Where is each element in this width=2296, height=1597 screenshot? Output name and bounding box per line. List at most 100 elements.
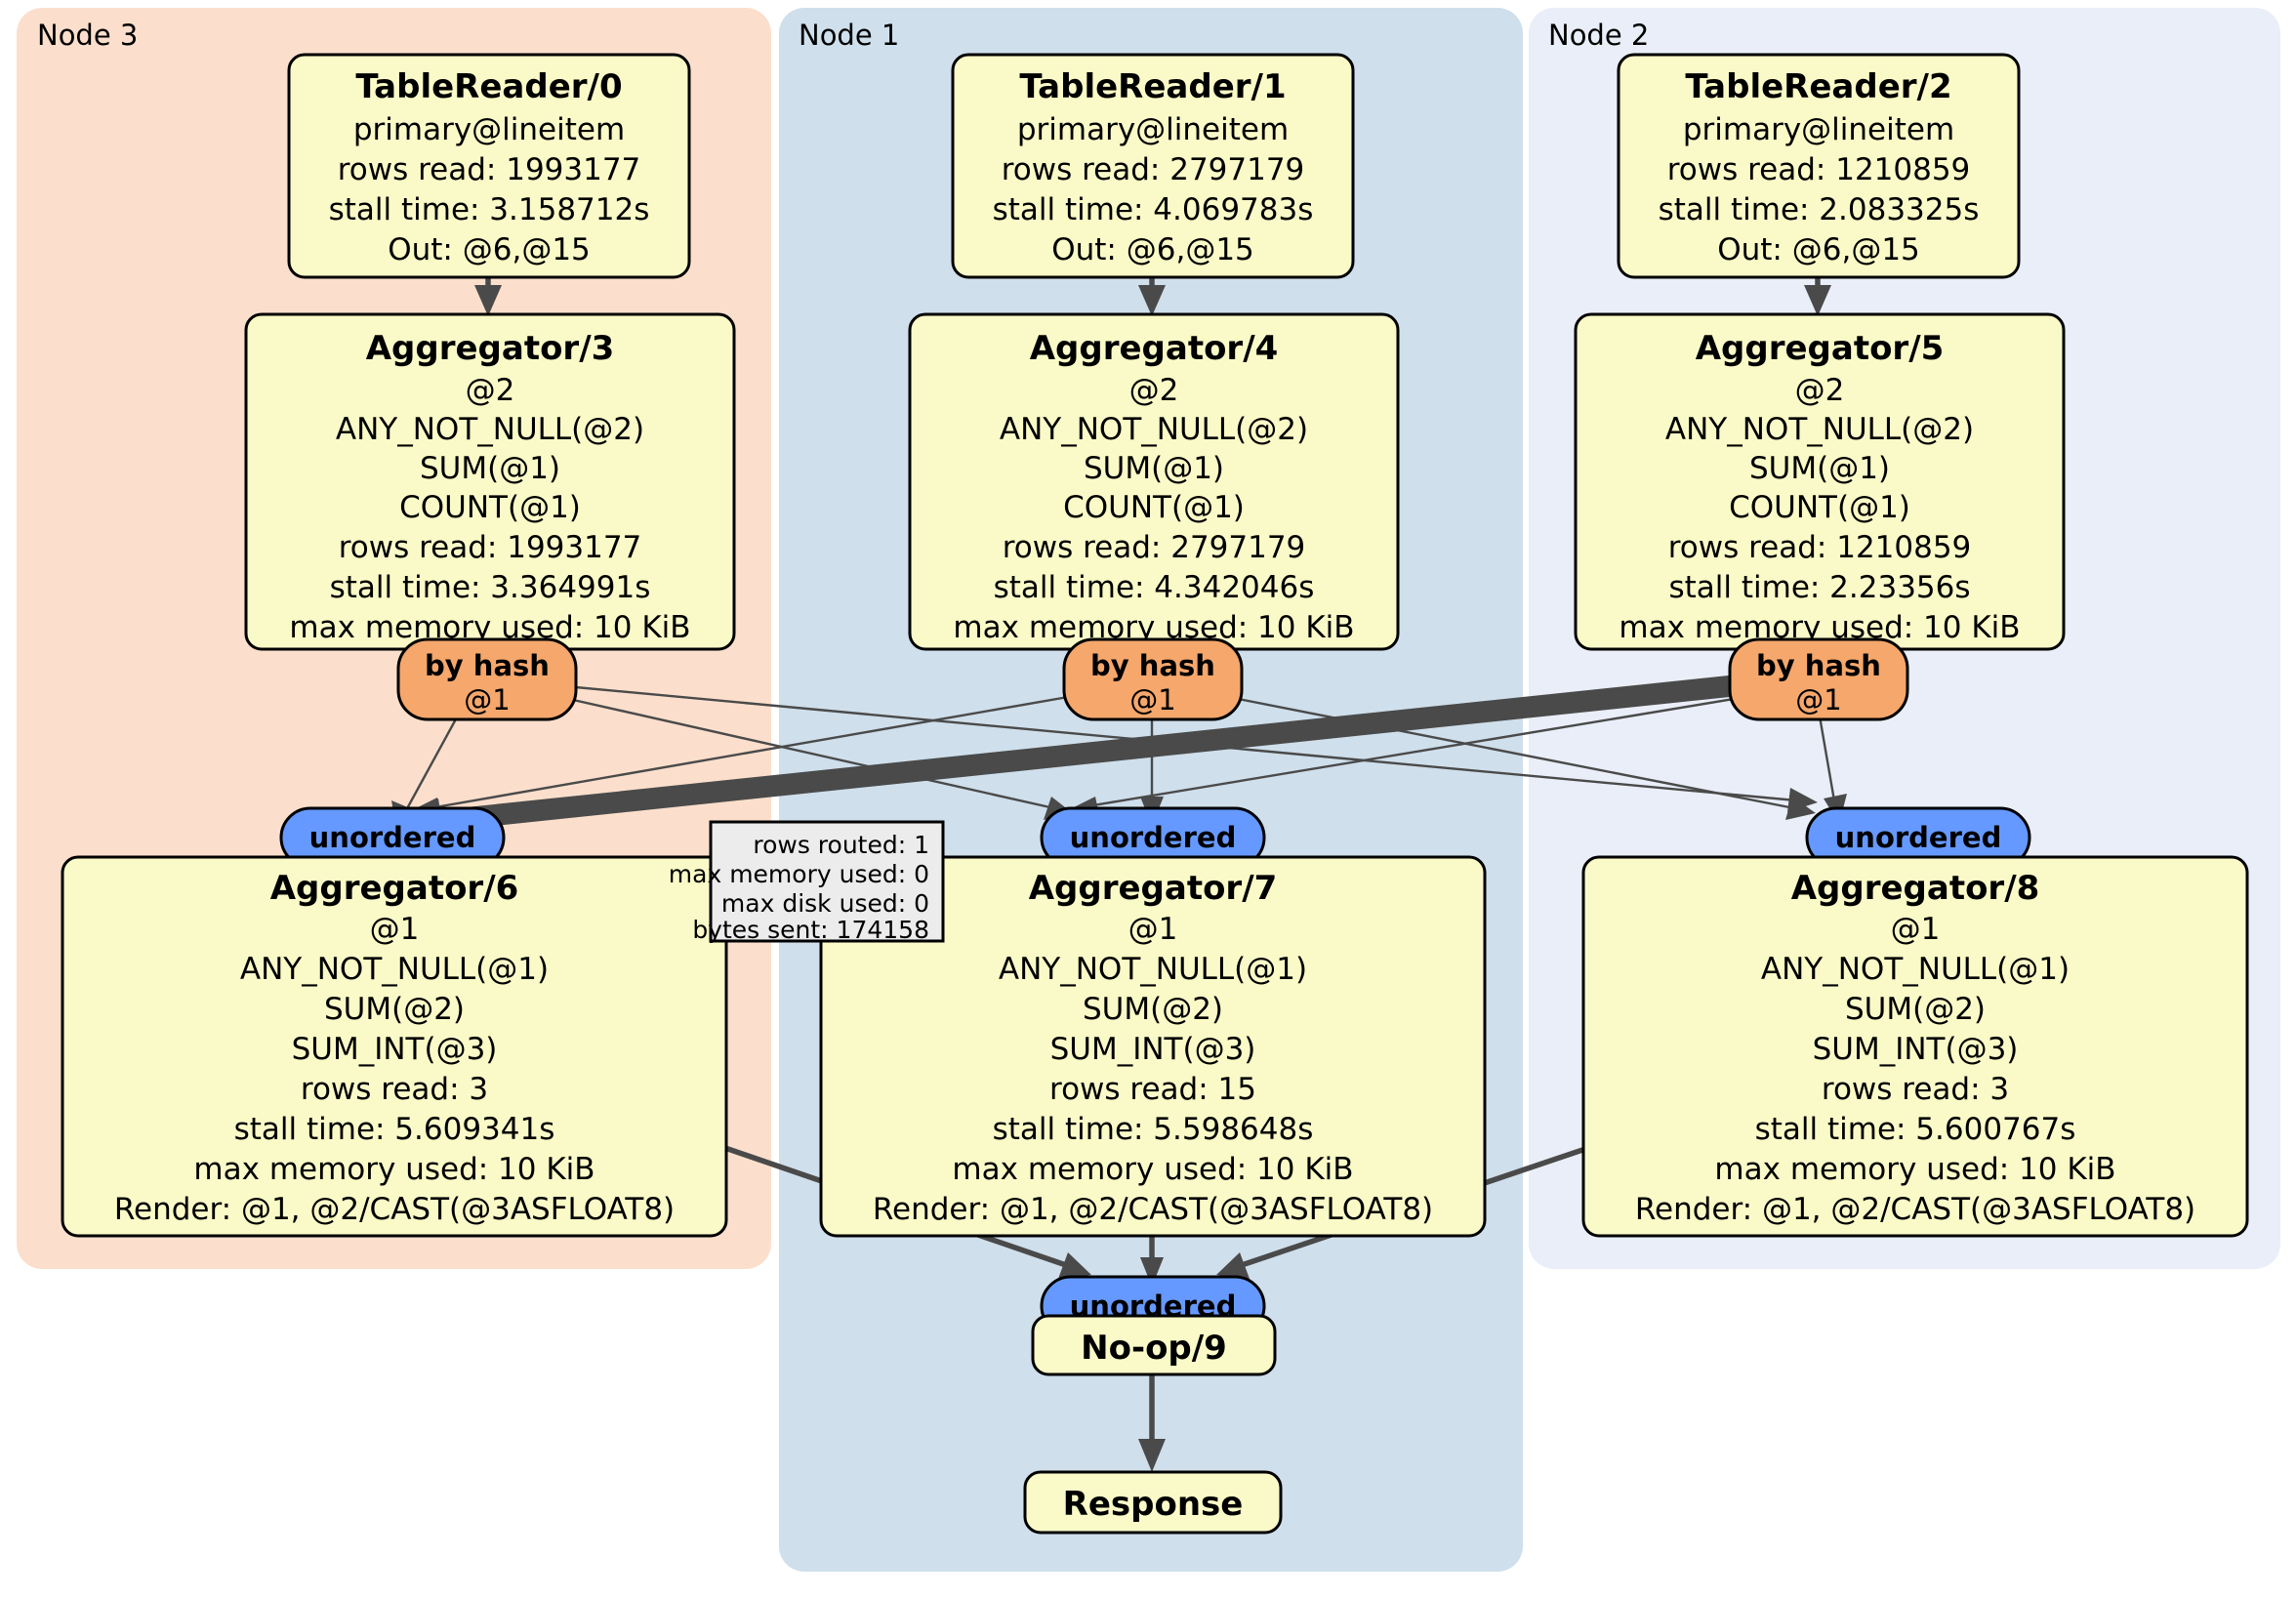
node-aggregator7[interactable]: Aggregator/7 @1 ANY_NOT_NULL(@1) SUM(@2)… [819, 855, 1487, 1238]
node-aggregator8-line-3: SUM_INT(@3) [1813, 1032, 2019, 1067]
node-tablereader1-line-2: stall time: 4.069783s [993, 192, 1314, 227]
node-aggregator8-line-0: @1 [1891, 912, 1941, 947]
node-tablereader0-line-1: rows read: 1993177 [338, 152, 641, 187]
node-aggregator8-line-1: ANY_NOT_NULL(@1) [1761, 952, 2070, 987]
node-response[interactable]: Response [1023, 1470, 1283, 1535]
node-aggregator4-line-2: SUM(@1) [1084, 451, 1224, 486]
edge-noop9-response [1138, 1372, 1166, 1472]
node-aggregator4-line-4: rows read: 2797179 [1003, 530, 1306, 565]
node-tablereader1-line-1: rows read: 2797179 [1002, 152, 1305, 187]
node-aggregator5-line-4: rows read: 1210859 [1668, 530, 1972, 565]
node-noop9[interactable]: No-op/9 [1031, 1314, 1277, 1376]
node-aggregator7-line-0: @1 [1128, 912, 1178, 947]
node-tablereader0[interactable]: TableReader/0 primary@lineitem rows read… [287, 53, 691, 279]
node-aggregator4[interactable]: Aggregator/4 @2 ANY_NOT_NULL(@2) SUM(@1)… [908, 312, 1400, 651]
node-aggregator8-title: Aggregator/8 [1791, 869, 2040, 908]
node-tablereader2-line-3: Out: @6,@15 [1717, 232, 1920, 267]
edge-tablereader0-aggregator3 [474, 277, 502, 316]
router-byhash3[interactable]: by hash @1 [396, 637, 578, 721]
node-response-title: Response [1063, 1485, 1244, 1524]
node-tablereader1-line-3: Out: @6,@15 [1051, 232, 1254, 267]
node-aggregator4-title: Aggregator/4 [1030, 329, 1279, 368]
node-aggregator8-line-5: stall time: 5.600767s [1755, 1112, 2076, 1147]
router-byhash4-sub: @1 [1129, 683, 1175, 717]
node-tablereader1[interactable]: TableReader/1 primary@lineitem rows read… [951, 53, 1355, 279]
router-byhash5[interactable]: by hash @1 [1728, 637, 1909, 721]
stream-unordered8-label: unordered [1835, 821, 2002, 854]
node-aggregator7-line-5: stall time: 5.598648s [993, 1112, 1314, 1147]
stream-stats-tooltip-line-1: max memory used: 0 [669, 860, 929, 888]
node-aggregator6-line-6: max memory used: 10 KiB [193, 1152, 594, 1187]
stream-unordered6[interactable]: unordered [279, 806, 506, 869]
node-aggregator3-line-0: @2 [466, 373, 515, 408]
stream-stats-tooltip: rows routed: 1 max memory used: 0 max di… [669, 820, 945, 944]
stream-stats-tooltip-line-2: max disk used: 0 [721, 889, 929, 918]
node-tablereader2-title: TableReader/2 [1685, 67, 1951, 106]
stream-unordered7-label: unordered [1070, 821, 1237, 854]
router-byhash3-title: by hash [425, 649, 550, 682]
node-aggregator6-line-7: Render: @1, @2/CAST(@3ASFLOAT8) [114, 1192, 675, 1227]
node-aggregator7-line-4: rows read: 15 [1049, 1072, 1256, 1107]
node-aggregator6-line-1: ANY_NOT_NULL(@1) [240, 952, 549, 987]
node-aggregator4-line-0: @2 [1129, 373, 1179, 408]
node-aggregator5[interactable]: Aggregator/5 @2 ANY_NOT_NULL(@2) SUM(@1)… [1574, 312, 2066, 651]
node-aggregator5-line-5: stall time: 2.23356s [1668, 570, 1970, 605]
node-aggregator7-line-1: ANY_NOT_NULL(@1) [999, 952, 1307, 987]
node-aggregator7-line-2: SUM(@2) [1083, 992, 1223, 1027]
node-aggregator7-line-3: SUM_INT(@3) [1050, 1032, 1256, 1067]
node-tablereader2-line-2: stall time: 2.083325s [1659, 192, 1980, 227]
node-aggregator6-line-5: stall time: 5.609341s [234, 1112, 555, 1147]
node-aggregator8[interactable]: Aggregator/8 @1 ANY_NOT_NULL(@1) SUM(@2)… [1581, 855, 2249, 1238]
node-tablereader1-title: TableReader/1 [1019, 67, 1286, 106]
stream-stats-tooltip-line-3: bytes sent: 174158 [692, 916, 929, 944]
router-byhash4-title: by hash [1090, 649, 1215, 682]
node-aggregator3-line-4: rows read: 1993177 [339, 530, 642, 565]
node-aggregator6-line-2: SUM(@2) [324, 992, 465, 1027]
router-byhash3-sub: @1 [464, 683, 510, 717]
node-aggregator5-line-0: @2 [1795, 373, 1845, 408]
node-tablereader2-line-0: primary@lineitem [1683, 112, 1954, 147]
router-byhash5-sub: @1 [1795, 683, 1841, 717]
stream-unordered6-label: unordered [309, 821, 476, 854]
node-aggregator3-line-3: COUNT(@1) [399, 490, 581, 525]
node-aggregator3-title: Aggregator/3 [366, 329, 615, 368]
edge-tablereader2-aggregator5 [1804, 277, 1831, 316]
node-aggregator4-line-1: ANY_NOT_NULL(@2) [1000, 412, 1308, 447]
node-tablereader2-line-1: rows read: 1210859 [1667, 152, 1971, 187]
node-aggregator3-line-5: stall time: 3.364991s [330, 570, 651, 605]
node-aggregator5-line-2: SUM(@1) [1749, 451, 1890, 486]
node-aggregator4-line-5: stall time: 4.342046s [994, 570, 1315, 605]
node-aggregator6-title: Aggregator/6 [270, 869, 519, 908]
node-aggregator8-line-2: SUM(@2) [1845, 992, 1986, 1027]
node-aggregator6-line-0: @1 [370, 912, 420, 947]
node-tablereader1-line-0: primary@lineitem [1017, 112, 1289, 147]
node-tablereader0-title: TableReader/0 [355, 67, 622, 106]
node-aggregator8-line-6: max memory used: 10 KiB [1714, 1152, 2115, 1187]
node-aggregator6[interactable]: Aggregator/6 @1 ANY_NOT_NULL(@1) SUM(@2)… [61, 855, 728, 1238]
cluster-node3-label: Node 3 [37, 19, 138, 52]
stream-stats-tooltip-line-0: rows routed: 1 [753, 831, 929, 859]
cluster-node1-label: Node 1 [799, 19, 899, 52]
stream-unordered7[interactable]: unordered [1040, 806, 1266, 869]
node-tablereader2[interactable]: TableReader/2 primary@lineitem rows read… [1617, 53, 2021, 279]
node-aggregator7-title: Aggregator/7 [1029, 869, 1278, 908]
node-aggregator5-title: Aggregator/5 [1696, 329, 1945, 368]
router-byhash4[interactable]: by hash @1 [1062, 637, 1244, 721]
node-aggregator7-line-6: max memory used: 10 KiB [952, 1152, 1353, 1187]
edge-byhash4-unordered8 [1217, 693, 1816, 820]
node-tablereader0-line-0: primary@lineitem [353, 112, 625, 147]
node-aggregator5-line-3: COUNT(@1) [1729, 490, 1910, 525]
stream-unordered8[interactable]: unordered [1805, 806, 2031, 869]
node-aggregator3-line-2: SUM(@1) [420, 451, 560, 486]
node-aggregator7-line-7: Render: @1, @2/CAST(@3ASFLOAT8) [873, 1192, 1433, 1227]
node-aggregator3[interactable]: Aggregator/3 @2 ANY_NOT_NULL(@2) SUM(@1)… [244, 312, 736, 651]
node-noop9-title: No-op/9 [1081, 1329, 1227, 1368]
node-aggregator8-line-4: rows read: 3 [1822, 1072, 2009, 1107]
node-aggregator8-line-7: Render: @1, @2/CAST(@3ASFLOAT8) [1635, 1192, 2195, 1227]
cluster-node2-label: Node 2 [1548, 19, 1649, 52]
node-tablereader0-line-2: stall time: 3.158712s [329, 192, 650, 227]
router-byhash5-title: by hash [1756, 649, 1881, 682]
node-aggregator4-line-3: COUNT(@1) [1063, 490, 1245, 525]
node-aggregator3-line-1: ANY_NOT_NULL(@2) [336, 412, 644, 447]
node-aggregator5-line-1: ANY_NOT_NULL(@2) [1665, 412, 1974, 447]
